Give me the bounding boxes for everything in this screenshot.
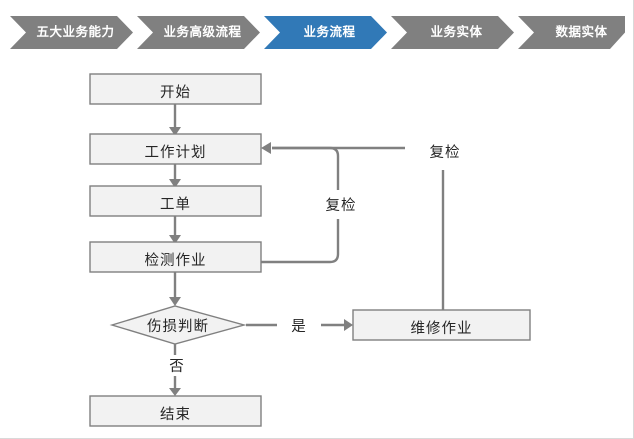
edge-inspect-plan-upper bbox=[272, 146, 340, 196]
connector-group bbox=[169, 104, 445, 396]
node-start[interactable] bbox=[89, 73, 262, 105]
edge-inspect-plan-lower bbox=[261, 218, 340, 264]
node-order[interactable] bbox=[89, 185, 262, 217]
node-inspect[interactable] bbox=[89, 241, 262, 273]
node-group bbox=[89, 73, 531, 427]
arrowhead-order-inspect bbox=[169, 235, 181, 244]
breadcrumb-chevron-1[interactable] bbox=[137, 16, 260, 49]
arrowhead-decide-end bbox=[169, 388, 181, 396]
node-end[interactable] bbox=[89, 395, 262, 427]
arrowhead-plan-order bbox=[169, 179, 181, 188]
arrowhead-into-plan bbox=[261, 142, 271, 154]
node-plan[interactable] bbox=[89, 133, 262, 165]
arrowhead-yes-repair bbox=[344, 319, 353, 331]
arrowhead-start-plan bbox=[169, 127, 181, 136]
breadcrumb-chevron-3[interactable] bbox=[391, 16, 514, 49]
breadcrumb-chevron-2[interactable] bbox=[264, 16, 387, 49]
breadcrumb-chevron-0[interactable] bbox=[10, 16, 133, 49]
breadcrumb-chevron-4[interactable] bbox=[518, 16, 625, 49]
arrowhead-inspect-decide bbox=[169, 297, 181, 306]
node-repair[interactable] bbox=[352, 309, 531, 341]
node-decide[interactable] bbox=[109, 305, 247, 345]
